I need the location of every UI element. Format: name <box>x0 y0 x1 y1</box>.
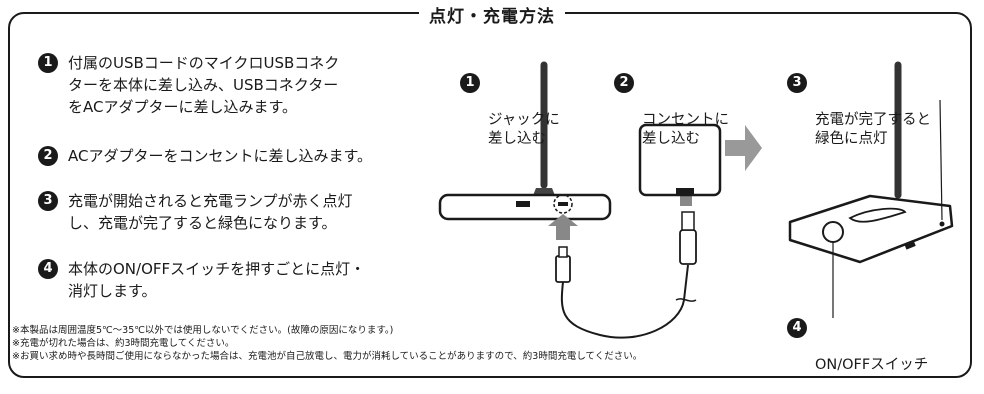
usb-a-plug-icon <box>679 229 697 265</box>
step-text-1: 付属のUSBコードのマイクロUSBコネク ターを本体に差し込み、USBコネクター… <box>68 54 340 116</box>
note-3: ※お買い求め時や長時間ご使用にならなかった場合は、充電池が自己放電し、電力が消耗… <box>12 351 643 362</box>
callout-text-2: コンセントに 差し込む <box>642 112 729 147</box>
step-1: 1 付属のUSBコードのマイクロUSBコネク ターを本体に差し込み、USBコネク… <box>38 52 339 118</box>
callout-number-1: 1 <box>460 73 480 93</box>
ac-adapter-icon <box>638 123 722 197</box>
micro-usb-jack-icon <box>558 202 568 206</box>
step-3: 3 充電が開始されると充電ランプが赤く点灯 し、充電が完了すると緑色になります。 <box>38 190 353 234</box>
note-1: ※本製品は周囲温度5℃〜35℃以外では使用しないでください。(故障の原因になりま… <box>12 325 394 336</box>
step-number-4: 4 <box>38 259 58 279</box>
step-2: 2 ACアダプターをコンセントに差し込みます。 <box>38 145 372 167</box>
usb-cable-upper <box>683 264 689 301</box>
lamp-base-edge <box>789 225 953 264</box>
jack-highlight-icon <box>553 194 573 214</box>
callout-text-1: ジャックに 差し込む <box>488 112 560 147</box>
section-title: 点灯・充電方法 <box>419 2 565 27</box>
callout-3: 3 充電が完了すると 緑色に点灯 <box>787 73 931 168</box>
step-number-3: 3 <box>38 191 58 211</box>
step-text-4: 本体のON/OFFスイッチを押すごとに点灯・ 消灯します。 <box>68 260 366 300</box>
adapter-port-icon <box>676 188 694 194</box>
note-2: ※充電が切れた場合は、約3時間充電してください。 <box>12 338 235 349</box>
micro-usb-tip-icon <box>558 246 568 258</box>
lamp-base-3d <box>788 194 954 264</box>
phone-slot-icon <box>848 207 907 223</box>
callout-number-2: 2 <box>614 73 634 93</box>
charge-lamp-icon <box>939 221 945 227</box>
callout-1: 1 ジャックに 差し込む <box>460 73 560 168</box>
micro-usb-plug-icon <box>555 255 571 283</box>
usb-cable <box>560 281 685 339</box>
next-step-arrow-icon <box>725 125 762 171</box>
callout-text-3: 充電が完了すると 緑色に点灯 <box>815 112 931 147</box>
callout-number-4: 4 <box>787 318 807 338</box>
step-text-3: 充電が開始されると充電ランプが赤く点灯 し、充電が完了すると緑色になります。 <box>68 192 353 232</box>
callout-number-3: 3 <box>787 73 807 93</box>
usb-a-tip-icon <box>681 211 695 231</box>
step-4: 4 本体のON/OFFスイッチを押すごとに点灯・ 消灯します。 <box>38 258 365 302</box>
usb-port-right-icon <box>904 240 916 250</box>
callout-text-4: ON/OFFスイッチ <box>815 357 929 373</box>
title-wrap: 点灯・充電方法 <box>0 2 984 27</box>
leader-line-3 <box>939 99 943 221</box>
on-off-switch-icon <box>822 221 844 243</box>
usb-port-icon <box>516 201 530 207</box>
step-text-2: ACアダプターをコンセントに差し込みます。 <box>68 147 372 165</box>
step-number-2: 2 <box>38 146 58 166</box>
insert-arrow-icon <box>548 214 578 240</box>
callout-4: 4 ON/OFFスイッチ <box>787 318 928 394</box>
callout-2: 2 コンセントに 差し込む <box>614 73 729 168</box>
cable-break-icon <box>675 298 697 302</box>
step-number-1: 1 <box>38 53 58 73</box>
